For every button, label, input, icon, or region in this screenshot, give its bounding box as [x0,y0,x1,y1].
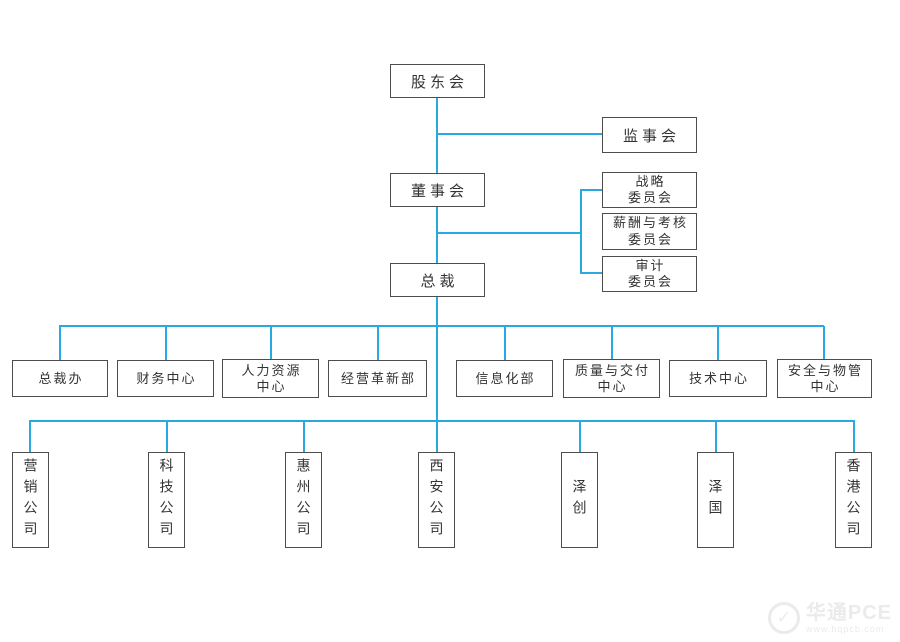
node-strategy-committee: 战略 委员会 [602,172,697,208]
node-dept-presidents-office: 总裁办 [12,360,108,397]
dept-label: 经营革新部 [340,370,416,386]
node-supervisory: 监事会 [602,117,697,153]
sub-label: 泽国 [707,479,724,521]
dept-label: 财务中心 [136,370,197,386]
connector-dept-stub-6 [611,326,613,361]
connector-shareholders-board [436,97,438,174]
dept-label: 技术中心 [688,370,749,386]
node-dept-hr-center: 人力资源 中心 [222,359,319,398]
node-compensation-committee: 薪酬与考核 委员会 [602,213,697,250]
connector-dept-stub-4 [377,326,379,361]
connector-sub-stub-3 [303,421,305,453]
dept-label2: 中心 [597,378,628,394]
node-dept-quality-delivery: 质量与交付 中心 [563,359,660,398]
connector-subsidiary-bus [29,420,855,422]
sub-label: 泽创 [571,479,588,521]
connector-dept-stub-3 [270,326,272,361]
connector-sub-stub-5 [579,421,581,453]
connector-dept-stub-2 [165,326,167,361]
node-president-label: 总裁 [420,272,459,290]
watermark: ✓ 华通PCE www.hqpcb.com [767,601,892,634]
sub-label: 营销公司 [22,458,39,542]
dept-label2: 中心 [256,378,287,394]
connector-dept-bus [59,325,824,327]
dept-label: 人力资源 [241,362,302,378]
dept-label2: 中心 [810,378,841,394]
connector-sub-stub-6 [715,421,717,453]
watermark-check-circle-icon: ✓ [767,602,800,634]
connector-president-trunk [436,296,438,452]
node-audit-committee: 审计 委员会 [602,256,697,292]
node-shareholders-label: 股东会 [410,73,468,91]
node-shareholders: 股东会 [390,64,485,98]
node-sub-technology-company: 科技公司 [148,452,185,548]
connector-dept-stub-7 [717,326,719,361]
watermark-url: www.hqpcb.com [805,623,885,634]
connector-audit-stub [580,272,603,274]
node-board-label: 董事会 [410,182,468,200]
connector-sub-stub-7 [853,421,855,453]
sub-label: 科技公司 [158,458,175,542]
node-dept-informatization: 信息化部 [456,360,553,397]
connector-supervisory-feed [437,133,603,135]
watermark-brand: 华通PCE [805,601,892,624]
node-audit-line1: 审计 [635,257,666,273]
node-audit-line2: 委员会 [627,274,673,289]
sub-label: 惠州公司 [295,458,312,542]
connector-dept-stub-5 [504,326,506,361]
dept-label: 总裁办 [38,370,84,386]
connector-sub-stub-2 [166,421,168,453]
node-president: 总裁 [390,263,485,297]
connector-strategy-stub [580,189,603,191]
node-strategy-line1: 战略 [635,173,666,189]
node-board: 董事会 [390,173,485,207]
node-sub-huizhou-company: 惠州公司 [285,452,322,548]
sub-label: 香港公司 [845,458,862,542]
node-sub-marketing-company: 营销公司 [12,452,49,548]
node-supervisory-label: 监事会 [622,127,680,145]
node-dept-business-innovation: 经营革新部 [328,360,427,397]
connector-committee-feed [437,232,581,234]
connector-committee-spine [580,189,582,274]
node-dept-safety-property: 安全与物管 中心 [777,359,872,398]
connector-sub-stub-1 [29,421,31,453]
node-sub-xian-company: 西安公司 [418,452,455,548]
dept-label: 质量与交付 [574,362,650,378]
node-sub-zeguo: 泽国 [697,452,734,548]
connector-dept-stub-1 [59,326,61,361]
node-strategy-line2: 委员会 [627,190,673,205]
node-compensation-line2: 委员会 [627,231,673,247]
sub-label: 西安公司 [428,458,445,542]
connector-dept-stub-8 [823,326,825,361]
node-dept-finance-center: 财务中心 [117,360,214,397]
node-sub-hongkong-company: 香港公司 [835,452,872,548]
dept-label: 信息化部 [475,370,536,386]
node-sub-zechuang: 泽创 [561,452,598,548]
connector-board-president [436,206,438,264]
dept-label: 安全与物管 [787,362,863,378]
node-compensation-line1: 薪酬与考核 [612,215,688,231]
node-dept-technology-center: 技术中心 [669,360,767,397]
